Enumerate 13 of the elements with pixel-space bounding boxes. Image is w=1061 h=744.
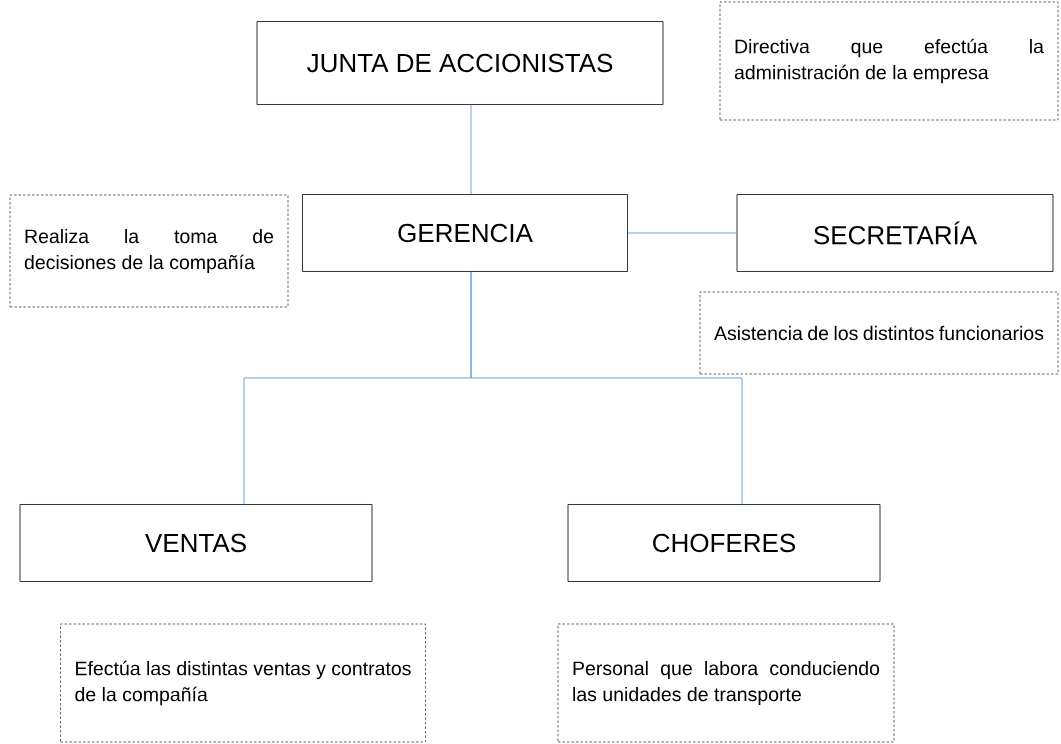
connector-line xyxy=(627,232,738,234)
note-box: Asistencia de los distintos funcionarios xyxy=(699,291,1059,375)
note-box: Realiza la toma de decisiones de la compañía xyxy=(9,194,289,308)
connector-line xyxy=(470,104,472,195)
org-box: VENTAS xyxy=(19,504,373,582)
org-box: CHOFERES xyxy=(567,504,881,582)
connector-line xyxy=(470,271,743,505)
note-box: Efectúa las distintas ventas y contratos de la compañía xyxy=(60,623,426,743)
note-box: Directiva que efectúa la administración de la empresa xyxy=(719,1,1059,121)
org-box: JUNTA DE ACCIONISTAS xyxy=(256,21,664,105)
org-box: GERENCIA xyxy=(302,194,628,272)
org-box: SECRETARÍA xyxy=(736,194,1054,272)
note-box: Personal que labora conduciendo las unidades de transporte xyxy=(557,623,895,743)
